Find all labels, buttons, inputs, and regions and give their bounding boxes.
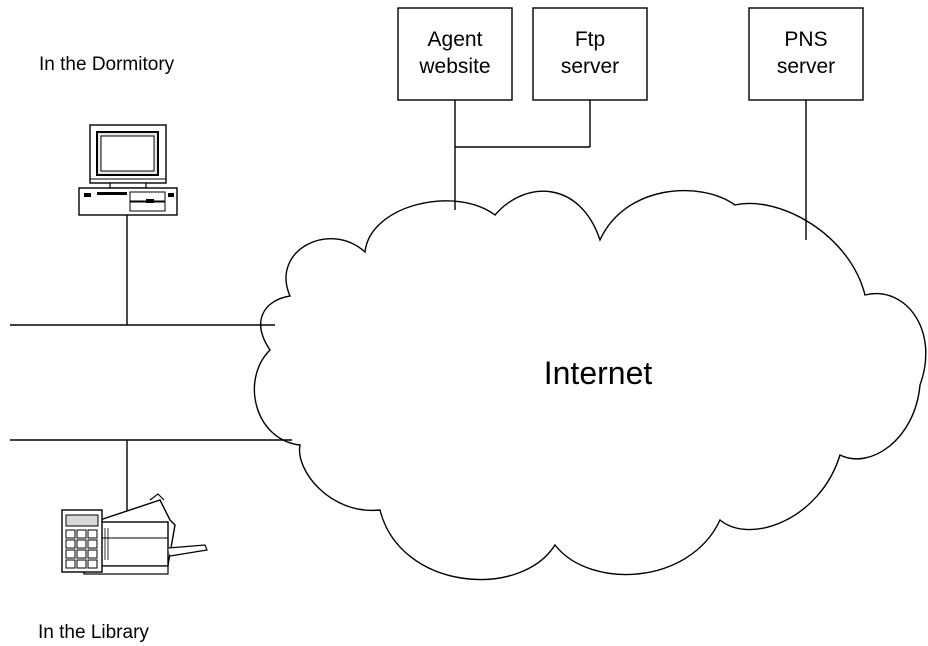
dormitory-label: In the Dormitory (39, 54, 175, 75)
library-label: In the Library (38, 622, 149, 643)
ftp-server-label-line1: Ftp (575, 28, 605, 51)
agent-website-label-line2: website (418, 55, 490, 78)
desktop-computer-icon (78, 124, 178, 216)
server-links (454, 100, 807, 240)
pos-terminal-printer-icon (61, 493, 208, 575)
pns-server-box (748, 7, 864, 101)
internet-cloud (253, 189, 927, 581)
ftp-server-label-line2: server (561, 55, 619, 78)
pns-server-label-line1: PNS (784, 28, 827, 51)
agent-website-box (397, 7, 513, 101)
internet-label: Internet (544, 355, 653, 391)
pns-server-label-line2: server (777, 55, 835, 78)
ftp-server-box (532, 7, 648, 101)
agent-website-label-line1: Agent (428, 28, 483, 51)
